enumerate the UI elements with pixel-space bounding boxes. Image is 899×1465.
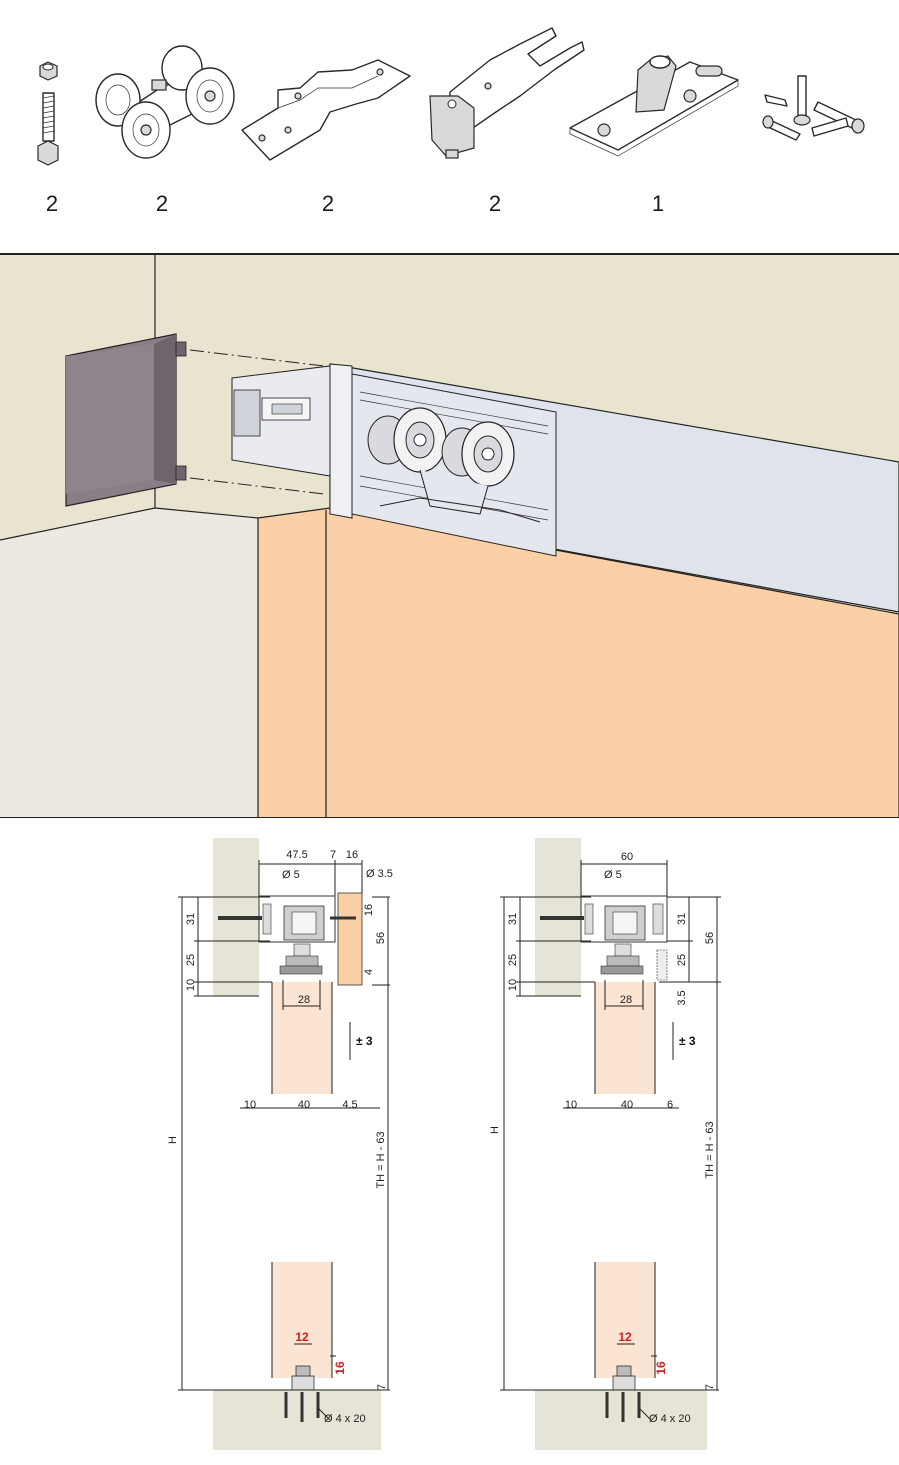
floor-guide-screws-icon bbox=[284, 1365, 320, 1422]
door-bracket-icon bbox=[241, 59, 411, 161]
screw-set-icon bbox=[762, 75, 865, 141]
dim-56: 56 bbox=[375, 932, 387, 944]
dim-10-bottom: 10 bbox=[244, 1099, 256, 1111]
floor-guide-icon bbox=[569, 55, 739, 157]
quantity-floor-guide: 1 bbox=[652, 191, 664, 216]
dim-plus-minus-3: ± 3 bbox=[356, 1034, 373, 1048]
wall-screw-icon bbox=[218, 914, 262, 920]
wall-screw-icon-right bbox=[540, 914, 584, 920]
dim-16-vertical: 16 bbox=[363, 904, 375, 916]
dim-25-right-left: 25 bbox=[507, 954, 519, 966]
installation-view bbox=[0, 253, 899, 818]
dim-dia-5-right: Ø 5 bbox=[604, 869, 622, 881]
roller-pair bbox=[367, 407, 541, 523]
dim-31-right: 31 bbox=[676, 913, 688, 925]
dim-40: 40 bbox=[298, 1099, 310, 1111]
quantity-bolt: 2 bbox=[46, 191, 58, 216]
dim-16: 16 bbox=[346, 849, 358, 861]
dim-10: 10 bbox=[185, 979, 197, 991]
door-section-bottom-right bbox=[595, 1262, 655, 1378]
door-section-bottom bbox=[272, 1262, 332, 1378]
dim-7-bottom: 7 bbox=[376, 1384, 388, 1390]
quantity-clamp: 2 bbox=[489, 191, 501, 216]
dim-10-bottom-right: 10 bbox=[565, 1099, 577, 1111]
floor-section bbox=[213, 1390, 381, 1450]
door-panel bbox=[257, 507, 899, 818]
bolt-with-nut-icon bbox=[37, 61, 59, 166]
track-profile-section-right bbox=[580, 895, 668, 981]
dim-12-red-right: 12 bbox=[618, 1330, 632, 1344]
dim-28-right: 28 bbox=[620, 994, 632, 1006]
dim-56-right: 56 bbox=[704, 932, 716, 944]
dim-28: 28 bbox=[298, 994, 310, 1006]
dim-16-red-right: 16 bbox=[654, 1361, 668, 1375]
door-section-top bbox=[272, 982, 332, 1094]
dim-3-5-right: 3.5 bbox=[676, 990, 688, 1005]
dim-TH-right: TH = H - 63 bbox=[704, 1121, 716, 1178]
dim-plus-minus-3-right: ± 3 bbox=[679, 1034, 696, 1048]
dim-60: 60 bbox=[621, 851, 633, 863]
dim-40-right: 40 bbox=[621, 1099, 633, 1111]
dim-screw-4x20: Ø 4 x 20 bbox=[324, 1413, 366, 1425]
dim-6-right: 6 bbox=[667, 1099, 673, 1111]
dim-TH: TH = H - 63 bbox=[375, 1131, 387, 1188]
dim-7-bottom-right: 7 bbox=[704, 1384, 716, 1390]
dim-4-5: 4.5 bbox=[342, 1099, 357, 1111]
dim-25-right: 25 bbox=[676, 954, 688, 966]
clamp-bracket-icon bbox=[429, 27, 585, 159]
section-drawing-left: 47.5 7 16 Ø 5 Ø 3.5 31 16 56 25 10 4 28 … bbox=[167, 838, 393, 1450]
end-cap bbox=[65, 333, 187, 507]
floor-section-right bbox=[535, 1390, 707, 1450]
dim-screw-4x20-right: Ø 4 x 20 bbox=[649, 1413, 691, 1425]
dim-H-right: H bbox=[489, 1126, 501, 1134]
dim-31-right-left: 31 bbox=[507, 913, 519, 925]
quantity-carriage: 2 bbox=[156, 191, 168, 216]
dim-10-right: 10 bbox=[507, 979, 519, 991]
roller-carriage-icon bbox=[95, 45, 235, 159]
section-drawing-right: 60 Ø 5 31 31 56 25 25 10 3.5 28 ± 3 10 4… bbox=[489, 838, 721, 1450]
dim-dia-5: Ø 5 bbox=[282, 869, 300, 881]
dim-4: 4 bbox=[363, 969, 375, 975]
dim-31: 31 bbox=[185, 913, 197, 925]
dim-7: 7 bbox=[330, 849, 336, 861]
dim-dia-3-5: Ø 3.5 bbox=[366, 868, 393, 880]
dim-16-red: 16 bbox=[333, 1361, 347, 1375]
dim-H: H bbox=[167, 1136, 179, 1144]
dim-25: 25 bbox=[185, 954, 197, 966]
dim-12-red: 12 bbox=[295, 1330, 309, 1344]
parts-row: 2 2 2 2 1 bbox=[37, 27, 865, 216]
dim-47-5: 47.5 bbox=[286, 849, 307, 861]
quantity-door-bracket: 2 bbox=[322, 191, 334, 216]
track-profile-section bbox=[258, 895, 336, 975]
